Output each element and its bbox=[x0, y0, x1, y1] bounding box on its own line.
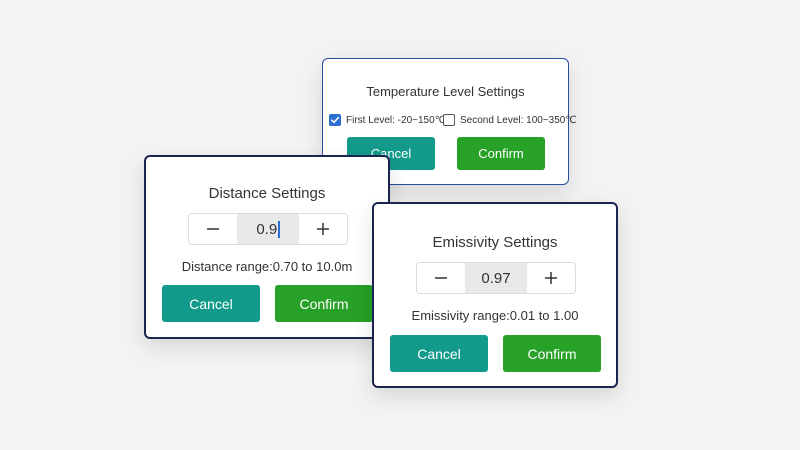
distance-cancel-button[interactable]: Cancel bbox=[162, 285, 260, 322]
emissivity-value: 0.97 bbox=[481, 269, 511, 287]
emissivity-confirm-button[interactable]: Confirm bbox=[503, 335, 601, 372]
first-level-label: First Level: -20~150℃ bbox=[346, 114, 446, 126]
distance-stepper[interactable]: 0.9 bbox=[188, 213, 348, 245]
emissivity-decrement-button[interactable] bbox=[417, 263, 465, 293]
distance-confirm-button[interactable]: Confirm bbox=[275, 285, 373, 322]
distance-settings-dialog: Distance Settings 0.9 Distance range:0.7… bbox=[144, 155, 390, 339]
distance-range-text: Distance range:0.70 to 10.0m bbox=[181, 259, 353, 274]
plus-icon bbox=[317, 223, 329, 235]
temperature-confirm-button[interactable]: Confirm bbox=[457, 137, 545, 170]
emissivity-range-text: Emissivity range:0.01 to 1.00 bbox=[411, 308, 579, 323]
distance-value-field[interactable]: 0.9 bbox=[237, 214, 299, 244]
second-level-checkbox[interactable] bbox=[443, 114, 455, 126]
checkmark-icon bbox=[331, 116, 340, 124]
minus-icon bbox=[207, 228, 219, 230]
emissivity-settings-dialog: Emissivity Settings 0.97 Emissivity rang… bbox=[372, 202, 618, 388]
emissivity-stepper[interactable]: 0.97 bbox=[416, 262, 576, 294]
plus-icon bbox=[545, 272, 557, 284]
temperature-dialog-title: Temperature Level Settings bbox=[366, 84, 525, 99]
distance-value: 0.9 bbox=[256, 220, 278, 238]
emissivity-value-field[interactable]: 0.97 bbox=[465, 263, 527, 293]
distance-increment-button[interactable] bbox=[299, 214, 347, 244]
second-level-option[interactable]: Second Level: 100~350℃ bbox=[443, 114, 577, 126]
first-level-option[interactable]: First Level: -20~150℃ bbox=[329, 114, 446, 126]
emissivity-dialog-title: Emissivity Settings bbox=[432, 234, 558, 251]
emissivity-cancel-button[interactable]: Cancel bbox=[390, 335, 488, 372]
distance-decrement-button[interactable] bbox=[189, 214, 237, 244]
first-level-checkbox[interactable] bbox=[329, 114, 341, 126]
minus-icon bbox=[435, 277, 447, 279]
distance-dialog-title: Distance Settings bbox=[208, 185, 326, 202]
text-cursor bbox=[278, 220, 280, 238]
second-level-label: Second Level: 100~350℃ bbox=[460, 114, 577, 126]
emissivity-increment-button[interactable] bbox=[527, 263, 575, 293]
